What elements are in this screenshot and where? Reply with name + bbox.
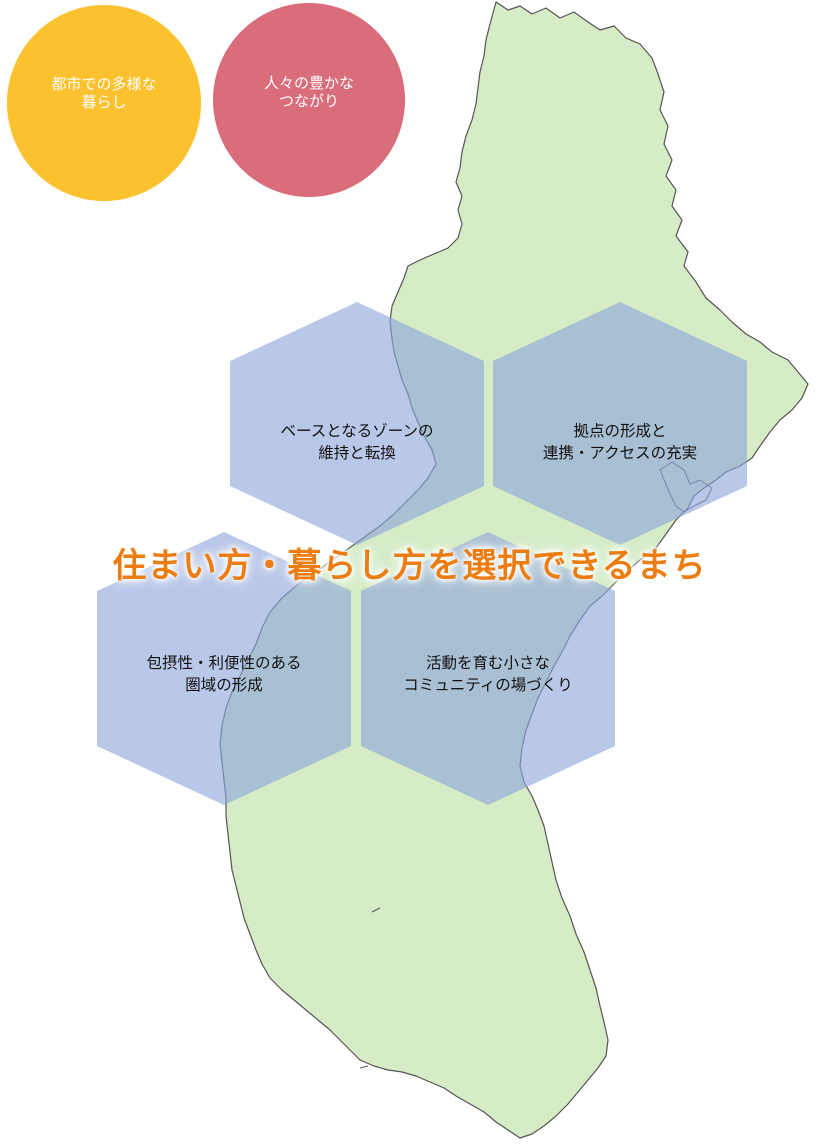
hexagon-group (97, 302, 747, 805)
hexagon-top-right (493, 302, 747, 545)
hexagon-bottom-left (97, 532, 351, 805)
hexagon-top-right-label: 拠点の形成と 連携・アクセスの充実 (542, 422, 698, 462)
hexagon-bottom-left-label: 包摂性・利便性のある 圏域の形成 (146, 654, 302, 694)
circle-connections: 人々の豊かな つながり (213, 3, 405, 197)
river-mark (359, 907, 381, 1069)
hexagon-top-left (230, 302, 484, 545)
hexagon-bottom-right (361, 532, 615, 805)
headline: 住まい方・暮らし方を選択できるまち (112, 546, 707, 586)
circle-urban-living: 都市での多様な 暮らし (7, 5, 201, 201)
hexagon-top-left-label: ベースとなるゾーンの 維持と転換 (280, 422, 434, 462)
hexagon-bottom-right-label: 活動を育む小さな コミュニティの場づくり (403, 654, 573, 694)
circle-urban-living-label: 都市での多様な 暮らし (51, 75, 157, 111)
circle-connections-label: 人々の豊かな つながり (263, 74, 354, 110)
